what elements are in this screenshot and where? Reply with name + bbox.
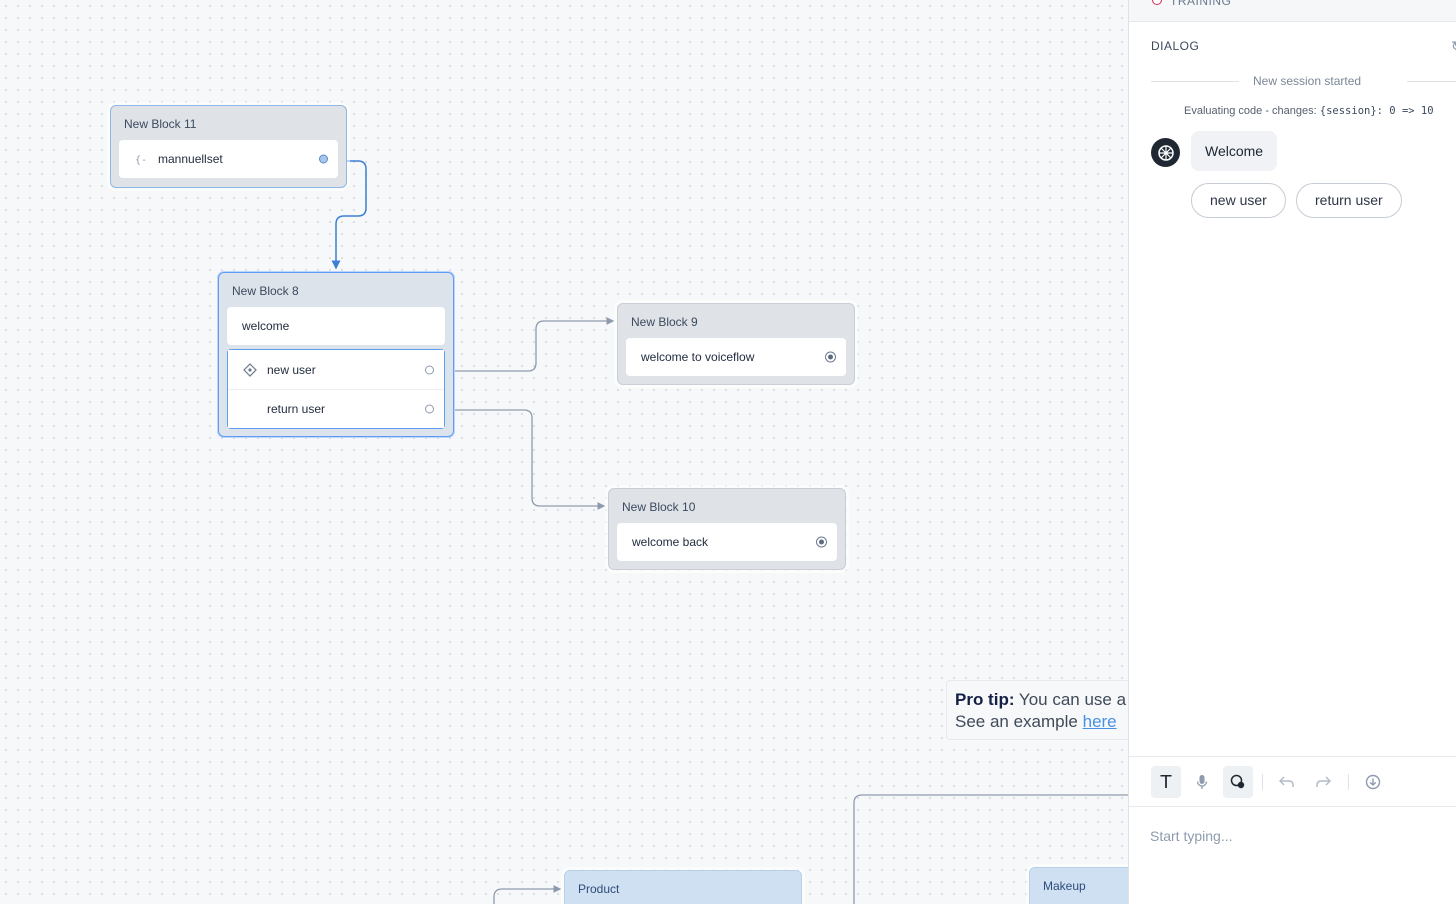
output-port[interactable] [425, 365, 434, 374]
block-new-block-10[interactable]: New Block 10 welcome back [608, 488, 846, 570]
block-title: New Block 10 [622, 500, 696, 514]
choice-item-new-user[interactable]: new user [228, 350, 444, 389]
block-new-block-9[interactable]: New Block 9 welcome to voiceflow [617, 303, 855, 385]
bot-logo-icon [1157, 144, 1174, 161]
speak-step[interactable]: welcome back [617, 523, 837, 561]
session-started-text: New session started [1253, 74, 1362, 88]
visuals-icon [1230, 774, 1245, 789]
choice-icon [243, 362, 257, 377]
pro-tip-note: Pro tip: You can use a See an example he… [946, 680, 1128, 740]
voice-mode-button[interactable] [1187, 766, 1217, 798]
end-port[interactable] [816, 536, 827, 548]
debug-code: {session}: 0 => 10 [1319, 105, 1434, 117]
debug-message: Evaluating code - changes: {session}: 0 … [1184, 105, 1434, 117]
message-input[interactable] [1150, 824, 1440, 848]
text-mode-icon: T [1160, 771, 1172, 793]
choice-chip-new-user[interactable]: new user [1191, 183, 1286, 218]
speak-step[interactable]: welcome to voiceflow [626, 338, 846, 376]
training-status: TRAINING [1129, 0, 1456, 22]
choice-label: return user [267, 402, 326, 416]
end-port[interactable] [825, 351, 836, 363]
dialog-header: DIALOG ↻ [1129, 22, 1456, 70]
set-variable-icon: {-} [134, 152, 148, 166]
step-label: welcome to voiceflow [641, 350, 755, 364]
set-step[interactable]: {-} mannuellset [119, 140, 338, 178]
output-port[interactable] [319, 154, 328, 164]
bot-message: Welcome [1191, 131, 1278, 171]
block-new-block-8[interactable]: New Block 8 welcome new user return user [218, 272, 454, 437]
visuals-button[interactable] [1223, 766, 1253, 798]
svg-text:{-}: {-} [135, 155, 148, 166]
block-title: New Block 11 [124, 117, 197, 131]
step-label: mannuellset [158, 152, 223, 166]
choice-label: new user [267, 362, 316, 377]
text-mode-button[interactable]: T [1151, 766, 1181, 798]
choice-step[interactable]: new user return user [227, 349, 445, 429]
output-port[interactable] [425, 404, 434, 414]
pro-tip-link[interactable]: here [1082, 712, 1117, 731]
step-label: welcome back [632, 535, 709, 549]
step-label: welcome [242, 319, 290, 333]
block-title: Makeup [1043, 879, 1086, 893]
choice-item-return-user[interactable]: return user [228, 389, 444, 428]
link-returnuser-to-block10 [448, 409, 606, 510]
block-title: New Block 9 [631, 315, 698, 329]
session-divider: New session started [1151, 72, 1456, 92]
pro-tip-text-2: See an example [955, 712, 1078, 731]
training-status-icon [1152, 0, 1162, 5]
test-panel: TRAINING DIALOG ↻ New session started Ev… [1128, 0, 1456, 904]
redo-icon [1316, 776, 1331, 787]
message-input-area [1129, 807, 1456, 904]
speak-step[interactable]: welcome [227, 307, 445, 345]
undo-icon [1279, 776, 1294, 787]
training-label: TRAINING [1170, 0, 1232, 8]
block-new-block-11[interactable]: New Block 11 {-} mannuellset [110, 105, 347, 188]
bot-avatar [1151, 138, 1180, 167]
reset-icon[interactable]: ↻ [1451, 38, 1456, 55]
redo-button[interactable] [1308, 766, 1338, 798]
dialog-title: DIALOG [1151, 39, 1200, 53]
pro-tip-heading: Pro tip: [955, 690, 1015, 709]
choice-chip-return-user[interactable]: return user [1296, 183, 1402, 218]
flow-canvas[interactable]: New Block 11 {-} mannuellset New Block 8… [0, 0, 1128, 904]
block-title: New Block 8 [232, 284, 299, 298]
pro-tip-text: You can use a [1018, 690, 1127, 709]
block-product[interactable]: Product [564, 870, 802, 904]
block-makeup[interactable]: Makeup [1029, 867, 1128, 904]
link-newuser-to-block9 [448, 317, 615, 372]
input-toolbar: T [1129, 756, 1456, 807]
debug-prefix: Evaluating code - changes: [1184, 105, 1317, 117]
download-icon [1365, 774, 1381, 790]
download-button[interactable] [1358, 766, 1388, 798]
microphone-icon [1196, 775, 1208, 789]
block-title: Product [578, 882, 620, 896]
undo-button[interactable] [1272, 766, 1302, 798]
link-to-product [493, 885, 562, 904]
